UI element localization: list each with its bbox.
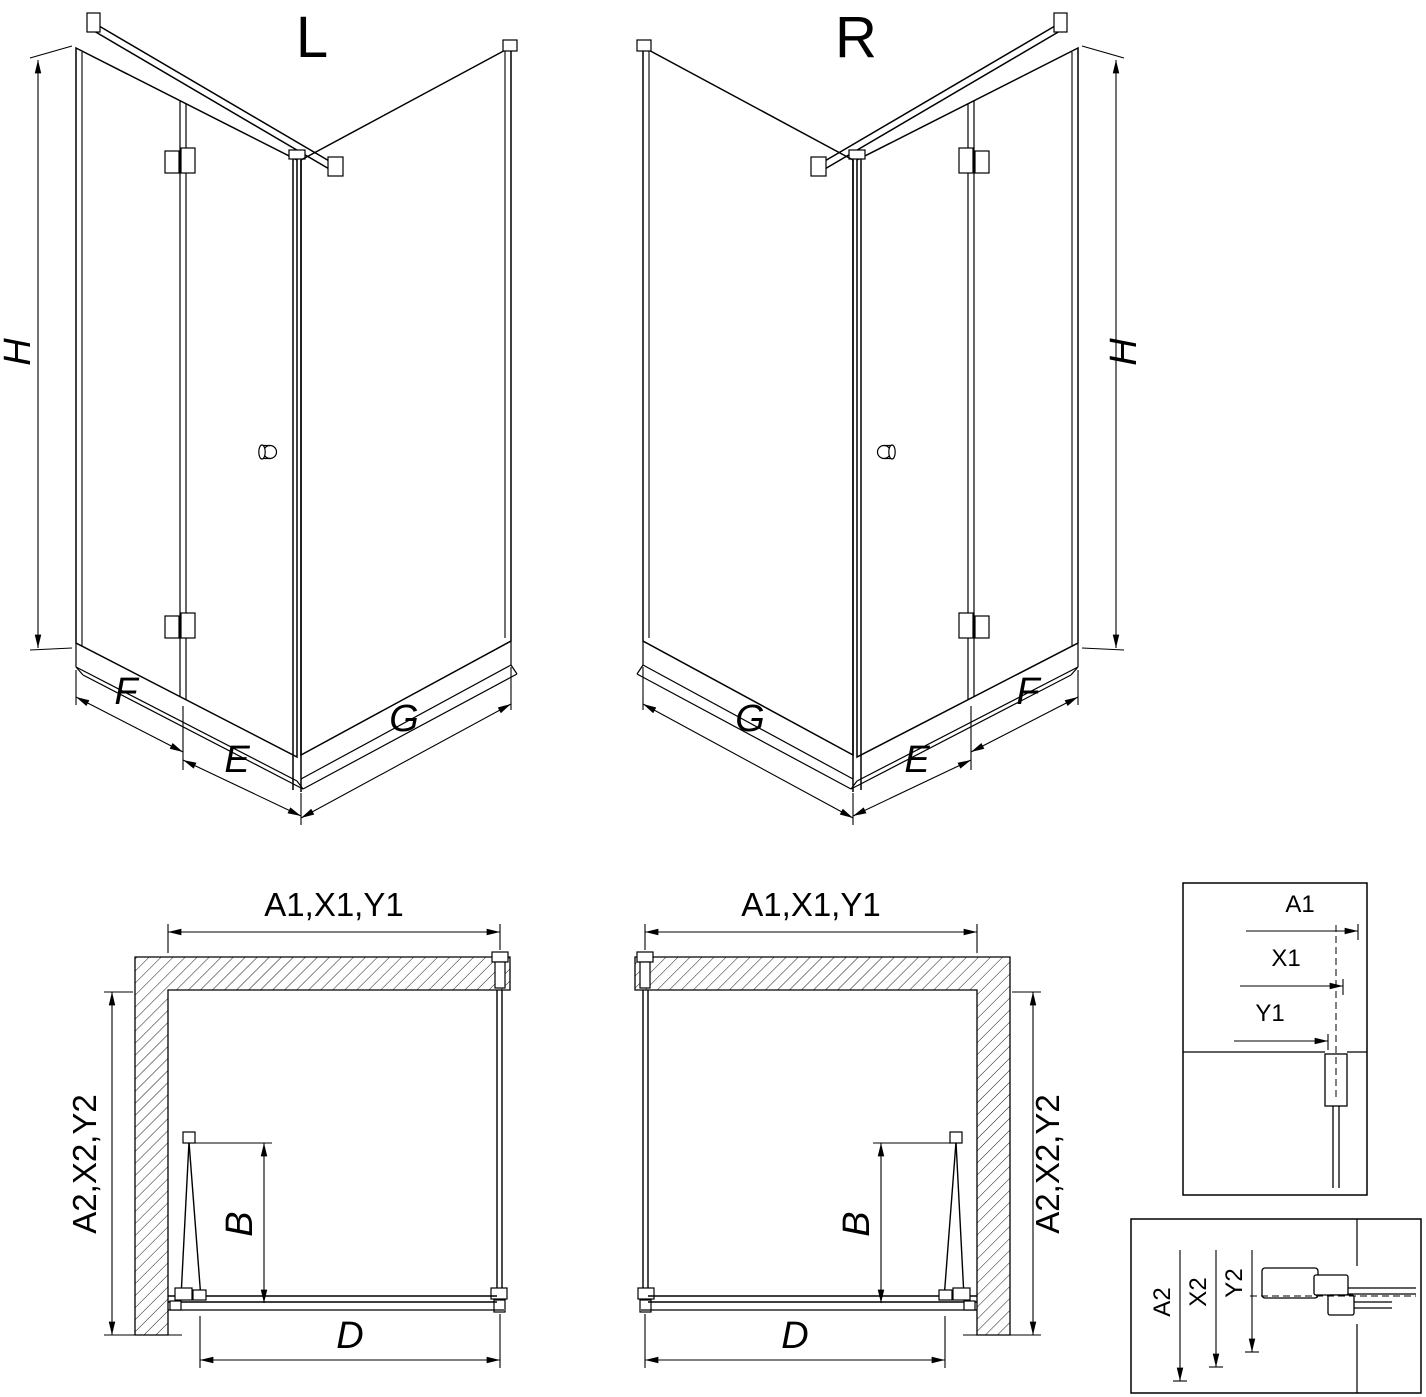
dim-label-plan-width-left: A1,X1,Y1 — [264, 886, 403, 923]
dim-label-plan-width-right: A1,X1,Y1 — [741, 886, 880, 923]
detail-label-a1: A1 — [1285, 891, 1314, 918]
dim-label-door-right: E — [904, 739, 930, 781]
detail-label-x2: X2 — [1185, 1277, 1212, 1306]
dim-label-height-left: H — [0, 338, 39, 366]
view-left-label: L — [296, 5, 328, 70]
detail-width-profile — [1182, 882, 1368, 1196]
detail-depth-profile — [1130, 1218, 1422, 1394]
detail-label-y1: Y1 — [1255, 1000, 1284, 1027]
dim-label-door-left: E — [224, 739, 250, 781]
detail-box-border — [1182, 882, 1368, 1196]
view-right-label: R — [835, 5, 877, 70]
dim-label-side-right: G — [735, 698, 765, 740]
dim-label-plan-depth-left: A2,X2,Y2 — [66, 1094, 103, 1233]
dim-label-side-left: G — [389, 698, 419, 740]
dim-label-door-fold-right: B — [836, 1211, 878, 1236]
iso-view-left-geometry — [30, 13, 517, 825]
dim-label-front-left: F — [114, 671, 139, 713]
detail-label-y2: Y2 — [1221, 1268, 1248, 1297]
dim-label-plan-depth-right: A2,X2,Y2 — [1029, 1094, 1066, 1233]
dim-label-opening-left: D — [336, 1315, 363, 1357]
dim-label-front-right: F — [1016, 671, 1041, 713]
wall-section-left-plan — [134, 956, 511, 1336]
dim-label-opening-right: D — [781, 1315, 808, 1357]
dim-label-height-right: H — [1103, 338, 1145, 366]
wall-section-right-plan — [634, 956, 1011, 1336]
iso-view-right-geometry — [637, 13, 1124, 825]
dim-label-door-fold-left: B — [219, 1211, 261, 1236]
detail-box-border — [1130, 1218, 1422, 1394]
detail-label-x1: X1 — [1271, 945, 1300, 972]
wall-profile — [1261, 1267, 1319, 1299]
detail-label-a2: A2 — [1149, 1287, 1176, 1316]
